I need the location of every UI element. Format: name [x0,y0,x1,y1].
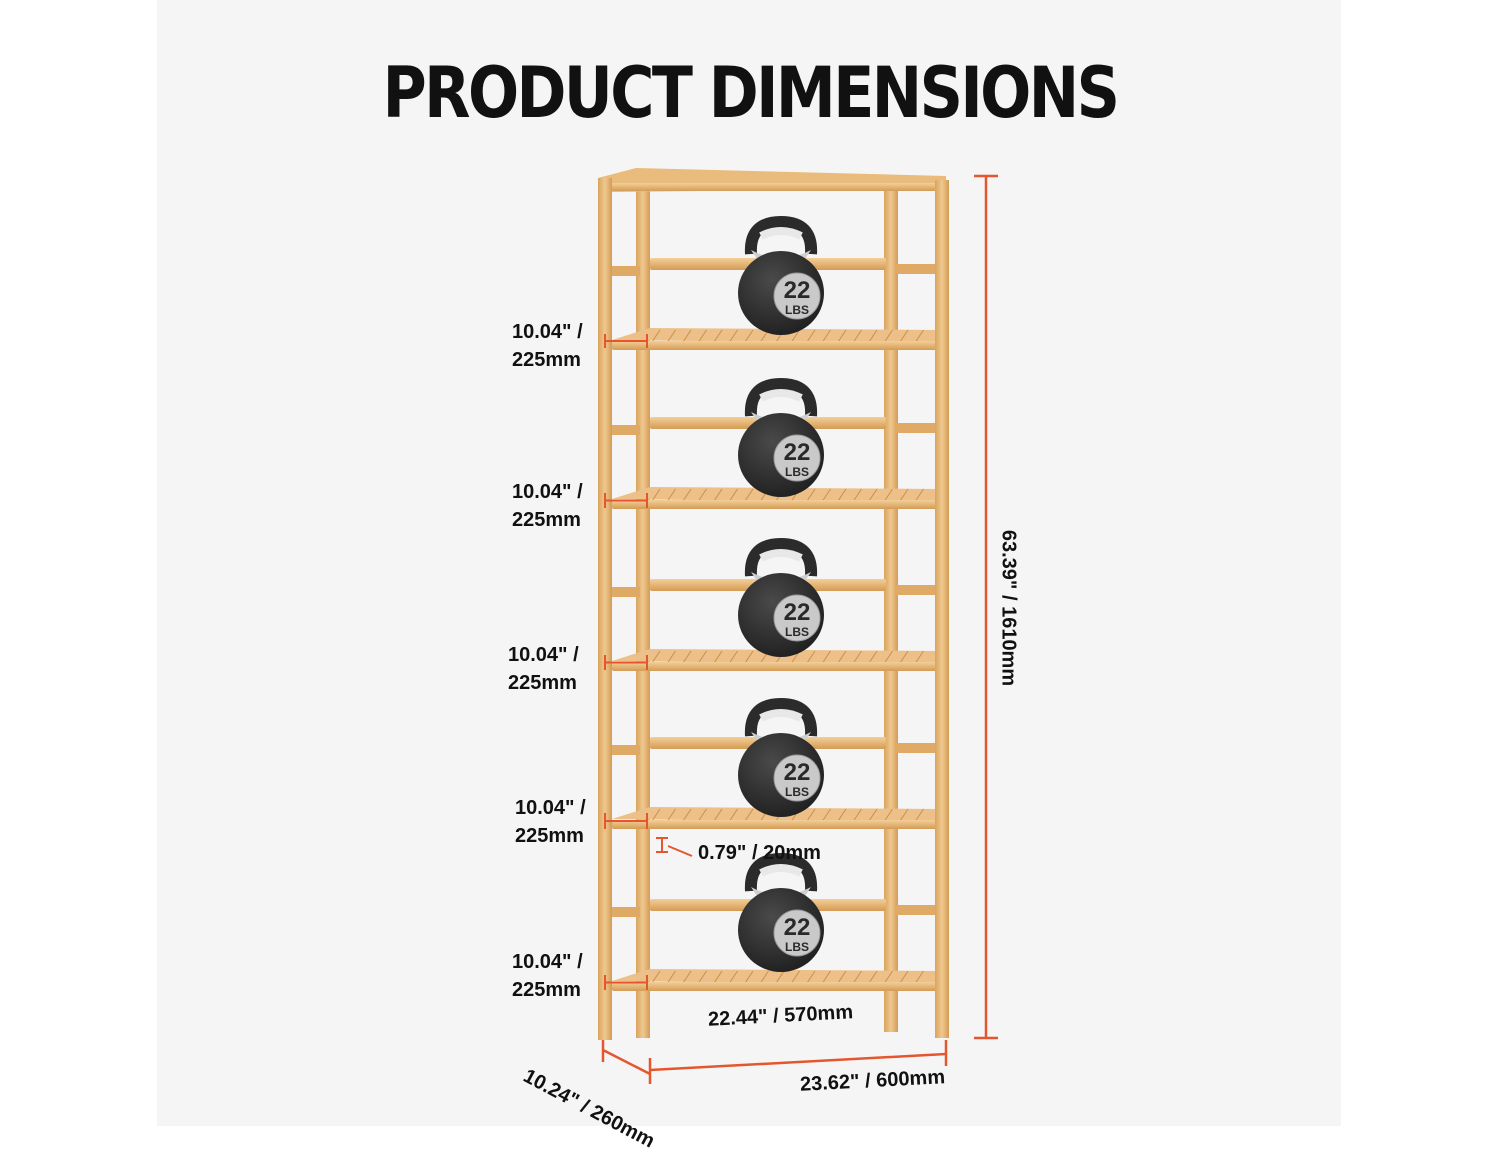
depth-dimension-line [601,1040,651,1076]
spacing-marker [604,813,648,829]
page-title: PRODUCT DIMENSIONS [382,52,1120,134]
spacing-marker [604,975,648,990]
spacing-mm: 225mm [512,349,581,371]
front-right-leg [935,180,949,1038]
weight-number: 22 [784,759,811,786]
spacing-inch: 10.04" / [515,797,586,819]
spacing-inch: 10.04" / [512,321,583,343]
height-dimension-line [974,174,998,1040]
shelf-spacing-label: 10.04" / 225mm [515,794,586,850]
weight-number: 22 [784,599,811,626]
spacing-marker [604,655,648,670]
front-left-leg [598,178,612,1040]
weight-number: 22 [784,914,811,941]
shelf-spacing-label: 10.04" / 225mm [512,318,583,374]
back-right-leg [884,182,898,1032]
weight-unit: LBS [785,625,809,639]
total-height-label: 63.39" / 1610mm [997,529,1020,687]
shelf-spacing-markers [604,334,648,990]
spacing-inch: 10.04" / [508,644,579,666]
spacing-mm: 225mm [515,825,584,847]
spacing-mm: 225mm [508,672,577,694]
shelf-spacing-label: 10.04" / 225mm [512,478,583,534]
weight-unit: LBS [785,465,809,479]
shelf-spacing-label: 10.04" / 225mm [512,948,583,1004]
spacing-mm: 225mm [512,979,581,1001]
spacing-marker [604,493,648,508]
shelf [610,258,940,350]
spacing-marker [604,334,648,348]
shelves [610,258,940,991]
spacing-mm: 225mm [512,509,581,531]
weight-unit: LBS [785,303,809,317]
shelf-spacing-label: 10.04" / 225mm [508,641,579,697]
slat-thickness-label: 0.79" / 20mm [698,842,821,864]
weight-unit: LBS [785,785,809,799]
spacing-inch: 10.04" / [512,951,583,973]
slat-thickness-marker [656,837,693,857]
top-shelf [598,168,946,192]
width-dimension-line [648,1040,948,1084]
weight-number: 22 [784,277,811,304]
weight-unit: LBS [785,940,809,954]
weight-number: 22 [784,439,811,466]
spacing-inch: 10.04" / [512,481,583,503]
